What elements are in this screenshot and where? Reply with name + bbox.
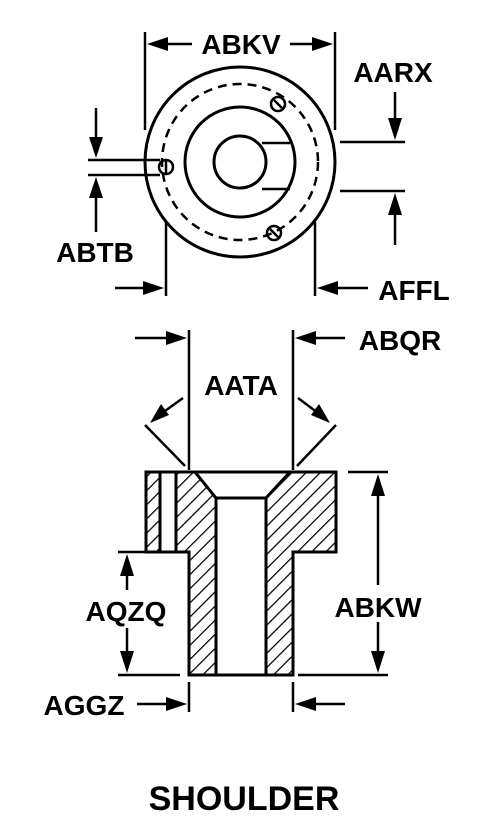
dimension-abqr xyxy=(135,330,345,470)
dimension-aarx xyxy=(340,92,405,245)
outer-flange-circle xyxy=(143,65,337,259)
bore-circle xyxy=(212,134,268,190)
shoulder-cross-section xyxy=(144,470,338,677)
mounting-hole-bottom-right xyxy=(265,224,283,242)
label-aarx: AARX xyxy=(353,57,433,88)
dimension-aggz xyxy=(137,682,345,712)
label-abkw: ABKW xyxy=(334,592,422,623)
mounting-hole-left xyxy=(157,158,175,176)
label-aqzq: AQZQ xyxy=(86,596,167,627)
body-circle xyxy=(183,105,297,219)
label-abtb: ABTB xyxy=(56,237,134,268)
label-abqr: ABQR xyxy=(359,325,441,356)
top-view xyxy=(143,65,337,259)
dimension-abtb xyxy=(88,108,160,232)
diagram-caption: SHOULDER xyxy=(149,780,340,818)
label-aata: AATA xyxy=(204,370,278,401)
label-aggz: AGGZ xyxy=(44,690,125,721)
dimension-abkv xyxy=(143,32,337,130)
dimension-aqzq xyxy=(118,550,180,677)
dimension-aata xyxy=(144,396,337,467)
dimension-affl xyxy=(115,222,368,296)
label-abkv: ABKV xyxy=(201,29,281,60)
label-affl: AFFL xyxy=(378,275,450,306)
mounting-hole-top-right xyxy=(269,95,287,113)
dimension-abkw xyxy=(298,470,388,677)
